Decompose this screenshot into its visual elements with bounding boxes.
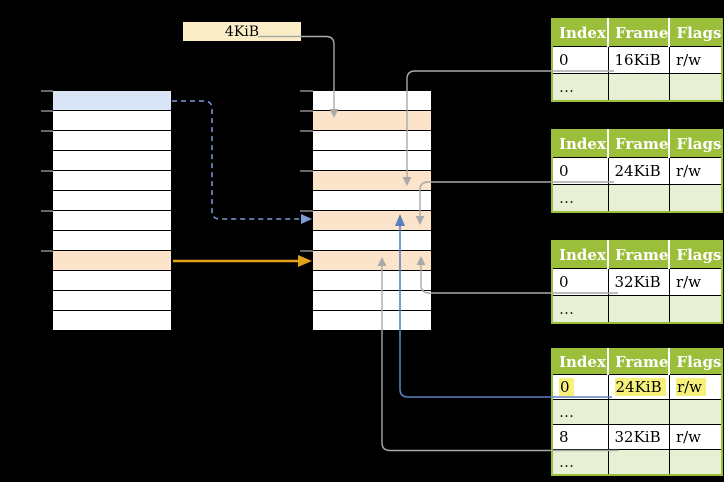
memory-row: [313, 171, 431, 191]
cell-frame: [608, 399, 670, 425]
memory-row: [53, 131, 171, 151]
memory-row: [313, 231, 431, 251]
cell-flags: r/w: [669, 46, 723, 74]
column-header-index: Index: [552, 130, 609, 158]
memory-row: [313, 91, 431, 111]
cell-frame: [608, 449, 670, 475]
cell-frame: [608, 184, 670, 212]
column-header-flags: Flags: [669, 130, 723, 158]
memory-row: [53, 91, 171, 111]
memory-row: [53, 211, 171, 231]
table-row: …: [552, 73, 723, 101]
cell-index: 0: [552, 46, 609, 74]
column-header-index: Index: [552, 349, 609, 375]
column-header-frame: Frame: [608, 241, 671, 269]
cell-index: 0: [552, 157, 609, 185]
cell-frame: 16KiB: [608, 46, 670, 74]
cell-index: …: [552, 449, 609, 475]
column-header-flags: Flags: [669, 241, 723, 269]
memory-row: [313, 131, 431, 151]
cell-index: 0: [552, 268, 609, 296]
memory-row: [313, 291, 431, 311]
highlighted-value: r/w: [675, 378, 707, 396]
column-header-frame: Frame: [608, 19, 671, 47]
cell-index: …: [552, 73, 609, 101]
cell-index: …: [552, 295, 609, 323]
memory-row: [313, 271, 431, 291]
memory-row: [53, 231, 171, 251]
column-header-frame: Frame: [608, 349, 671, 375]
table-row: …: [552, 449, 723, 475]
cell-index: 0: [552, 374, 609, 400]
cell-index: 8: [552, 424, 609, 450]
cell-flags: [669, 184, 723, 212]
cell-frame: 32KiB: [608, 268, 670, 296]
arrow-left-row9-to-middle-row9: [173, 255, 312, 267]
memory-row: [53, 151, 171, 171]
cell-frame: [608, 73, 670, 101]
left-memory-column: [52, 90, 172, 331]
column-header-index: Index: [552, 19, 609, 47]
memory-row: [313, 251, 431, 271]
memory-row: [313, 191, 431, 211]
column-header-frame: Frame: [608, 130, 671, 158]
cell-flags: [669, 399, 723, 425]
memory-row: [53, 271, 171, 291]
cell-frame: 32KiB: [608, 424, 670, 450]
cell-frame: 24KiB: [608, 374, 670, 400]
cell-index: …: [552, 184, 609, 212]
memory-row: [313, 311, 431, 330]
table-row: …: [552, 399, 723, 425]
column-header-index: Index: [552, 241, 609, 269]
memory-row: [53, 251, 171, 271]
column-header-flags: Flags: [669, 19, 723, 47]
memory-row: [53, 191, 171, 211]
cell-flags: [669, 295, 723, 323]
highlighted-value: 24KiB: [614, 378, 666, 396]
memory-row: [313, 151, 431, 171]
cell-flags: r/w: [669, 374, 723, 400]
memory-row: [53, 291, 171, 311]
cell-flags: r/w: [669, 424, 723, 450]
cell-flags: r/w: [669, 157, 723, 185]
page-size-label-text: 4KiB: [224, 23, 260, 40]
arrow-head-right-icon: [301, 214, 312, 224]
cell-index: …: [552, 399, 609, 425]
cell-flags: [669, 449, 723, 475]
table-row: …: [552, 184, 723, 212]
cell-frame: [608, 295, 670, 323]
memory-row: [313, 211, 431, 231]
memory-row: [313, 111, 431, 131]
middle-memory-column: [312, 90, 432, 331]
cell-flags: r/w: [669, 268, 723, 296]
table-row: …: [552, 295, 723, 323]
memory-row: [53, 311, 171, 330]
memory-row: [53, 171, 171, 191]
arrow-left-row1-to-middle-row7: [172, 100, 312, 224]
table-row: 0 24KiB r/w: [552, 374, 723, 400]
arrow-head-right-icon: [298, 255, 312, 267]
memory-row: [53, 111, 171, 131]
highlighted-value: 0: [559, 378, 574, 396]
cell-flags: [669, 73, 723, 101]
cell-frame: 24KiB: [608, 157, 670, 185]
column-header-flags: Flags: [669, 349, 723, 375]
page-size-label: 4KiB: [183, 22, 301, 41]
